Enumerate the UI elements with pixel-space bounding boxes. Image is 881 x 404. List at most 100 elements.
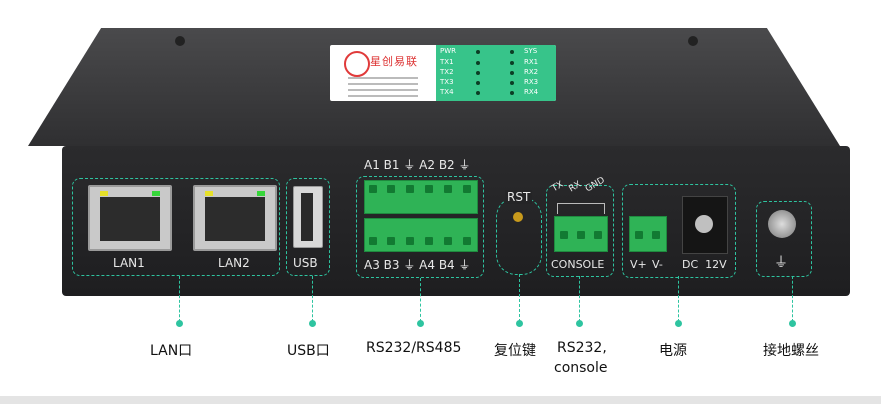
console-label: CONSOLE [551, 258, 605, 271]
lan2-socket [205, 197, 265, 241]
terminal-screw [444, 185, 452, 193]
callout-dot-reset [516, 320, 523, 327]
callout-dot-usb [309, 320, 316, 327]
callout-dot-ground [789, 320, 796, 327]
callout-dot-power [675, 320, 682, 327]
led-dot [476, 91, 480, 95]
terminal-screw [369, 185, 377, 193]
lan2-port[interactable] [193, 185, 277, 251]
screw-icon [175, 36, 185, 46]
annotation-ground: 接地螺丝 [763, 343, 819, 359]
led-label-right: SYS [524, 47, 538, 55]
dc-jack-pin [695, 215, 713, 233]
callout-line-console [579, 276, 580, 322]
callout-line-lan [179, 276, 180, 322]
ground-symbol-icon: ⏚ [774, 255, 788, 271]
callout-dot-lan [176, 320, 183, 327]
led-label-left: TX3 [440, 78, 454, 86]
terminal-screw [425, 185, 433, 193]
annotation-power: 电源 [659, 343, 687, 359]
console-terminal[interactable] [554, 216, 608, 252]
dc-jack[interactable] [682, 196, 728, 254]
reset-button[interactable] [513, 212, 523, 222]
led-dot [510, 61, 514, 65]
led-dot [510, 91, 514, 95]
annotation-usb: USB口 [287, 343, 330, 359]
terminal-screw [406, 237, 414, 245]
console-bracket [557, 203, 605, 214]
led-label-right: RX1 [524, 58, 539, 66]
spec-line [348, 77, 418, 79]
terminal-screw [463, 185, 471, 193]
terminal-top-label: A1 B1 ⏚ A2 B2 ⏚ [364, 158, 471, 172]
terminal-screw [425, 237, 433, 245]
power-terminal[interactable] [629, 216, 667, 252]
led-dot [476, 81, 480, 85]
led-dot [476, 71, 480, 75]
terminal-screw [577, 231, 585, 239]
annotation-console-line1: RS232, [557, 340, 607, 356]
ground-group [756, 201, 812, 277]
console-group [546, 185, 614, 277]
usb-label: USB [293, 256, 318, 270]
rst-label: RST [505, 190, 533, 204]
lan2-led-green [257, 191, 265, 196]
led-label-left: TX4 [440, 88, 454, 96]
lan2-led-yellow [205, 191, 213, 196]
brand-logo-icon [344, 51, 370, 77]
terminal-screw [406, 185, 414, 193]
terminal-bottom-label: A3 B3 ⏚ A4 B4 ⏚ [364, 258, 471, 272]
terminal-screw [594, 231, 602, 239]
terminal-screw [369, 237, 377, 245]
terminal-screw [652, 231, 660, 239]
spec-line [348, 83, 418, 85]
led-dot [476, 61, 480, 65]
spec-line [348, 95, 418, 97]
lan-port-group [72, 178, 280, 276]
reset-group [496, 197, 542, 275]
led-label-left: TX1 [440, 58, 454, 66]
spec-line [348, 89, 418, 91]
terminal-screw [387, 185, 395, 193]
usb-port[interactable] [293, 186, 323, 248]
power-group [622, 184, 736, 278]
led-dot [510, 81, 514, 85]
led-dot [510, 50, 514, 54]
callout-line-reset [519, 274, 520, 322]
led-label-left: PWR [440, 47, 457, 55]
bottom-bar [0, 396, 881, 404]
lan1-led-yellow [100, 191, 108, 196]
callout-line-power [678, 276, 679, 322]
callout-line-serial [420, 278, 421, 322]
brand-name: 星创易联 [370, 55, 418, 68]
serial-terminal-group [356, 176, 484, 278]
callout-line-ground [792, 276, 793, 322]
dc-label: DC 12V [682, 258, 727, 271]
lan2-label: LAN2 [218, 256, 250, 270]
lan1-socket [100, 197, 160, 241]
terminal-block-bottom[interactable] [364, 218, 478, 252]
led-label-right: RX3 [524, 78, 539, 86]
callout-dot-console [576, 320, 583, 327]
led-dot [476, 50, 480, 54]
terminal-screw [635, 231, 643, 239]
led-label-right: RX4 [524, 88, 539, 96]
led-label-left: TX2 [440, 68, 454, 76]
terminal-block-top[interactable] [364, 180, 478, 214]
annotation-lan: LAN口 [150, 343, 193, 359]
vminus-label: V- [652, 258, 663, 271]
annotation-console-line2: console [554, 360, 608, 376]
usb-socket [301, 193, 313, 241]
terminal-screw [387, 237, 395, 245]
lan1-port[interactable] [88, 185, 172, 251]
lan1-label: LAN1 [113, 256, 145, 270]
terminal-screw [463, 237, 471, 245]
terminal-screw [560, 231, 568, 239]
annotation-serial: RS232/RS485 [366, 340, 462, 356]
ground-screw[interactable] [768, 210, 796, 238]
usb-port-group [286, 178, 330, 276]
vplus-label: V+ [630, 258, 647, 271]
annotation-reset: 复位键 [494, 343, 536, 359]
screw-icon [688, 36, 698, 46]
terminal-screw [444, 237, 452, 245]
